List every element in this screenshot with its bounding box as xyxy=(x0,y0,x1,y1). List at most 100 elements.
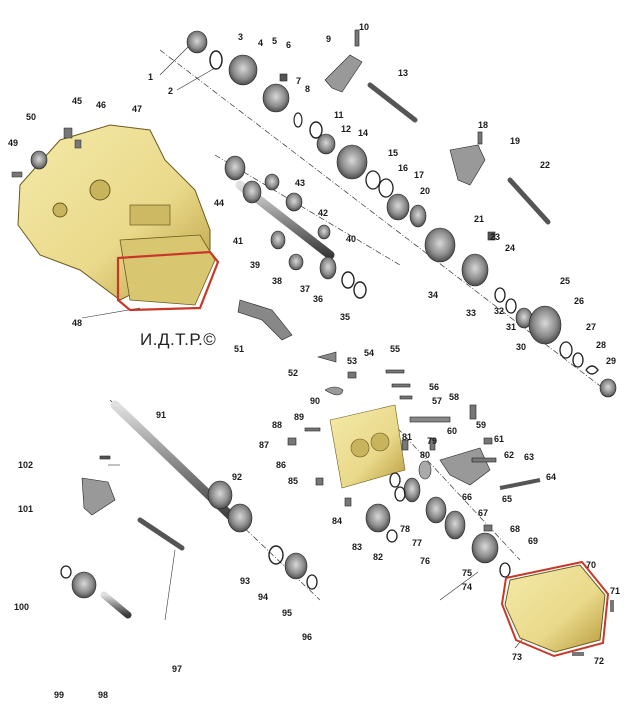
part-label-73: 73 xyxy=(512,652,523,662)
part-label-40: 40 xyxy=(346,234,357,244)
part-label-27: 27 xyxy=(586,322,597,332)
part-label-97: 97 xyxy=(172,664,183,674)
part-label-51: 51 xyxy=(234,344,245,354)
part-label-83: 83 xyxy=(352,542,363,552)
part-label-53: 53 xyxy=(347,356,358,366)
part-label-80: 80 xyxy=(420,450,431,460)
part-label-3: 3 xyxy=(238,32,244,42)
upper-gear-train xyxy=(186,30,617,398)
rear-cover xyxy=(500,560,614,658)
part-label-22: 22 xyxy=(540,160,551,170)
part-label-49: 49 xyxy=(8,138,19,148)
part-label-63: 63 xyxy=(524,452,535,462)
part-label-95: 95 xyxy=(282,608,293,618)
part-label-21: 21 xyxy=(474,214,485,224)
part-label-18: 18 xyxy=(478,120,489,130)
part-label-50: 50 xyxy=(26,112,37,122)
part-label-43: 43 xyxy=(295,178,306,188)
part-label-2: 2 xyxy=(168,86,174,96)
part-label-23: 23 xyxy=(490,232,501,242)
housing-gasket xyxy=(116,250,220,312)
part-label-69: 69 xyxy=(528,536,539,546)
part-label-72: 72 xyxy=(594,656,605,666)
part-label-85: 85 xyxy=(288,476,299,486)
part-label-25: 25 xyxy=(560,276,571,286)
part-label-5: 5 xyxy=(272,36,278,46)
part-label-29: 29 xyxy=(606,356,617,366)
part-label-39: 39 xyxy=(250,260,261,270)
part-label-30: 30 xyxy=(516,342,527,352)
secondary-shaft-group xyxy=(224,155,367,299)
part-label-81: 81 xyxy=(402,432,413,442)
part-label-28: 28 xyxy=(596,340,607,350)
part-label-96: 96 xyxy=(302,632,313,642)
part-label-57: 57 xyxy=(432,396,443,406)
housing-small-parts xyxy=(11,127,82,178)
part-label-55: 55 xyxy=(390,344,401,354)
part-label-102: 102 xyxy=(18,460,34,470)
part-label-86: 86 xyxy=(276,460,287,470)
part-label-56: 56 xyxy=(429,382,440,392)
part-label-33: 33 xyxy=(466,308,477,318)
part-label-4: 4 xyxy=(258,38,264,48)
part-label-61: 61 xyxy=(494,434,505,444)
part-label-88: 88 xyxy=(272,420,283,430)
part-label-12: 12 xyxy=(341,124,352,134)
part-label-32: 32 xyxy=(494,306,505,316)
part-label-9: 9 xyxy=(326,34,332,44)
part-label-44: 44 xyxy=(214,198,225,208)
part-label-92: 92 xyxy=(232,472,243,482)
part-label-65: 65 xyxy=(502,494,513,504)
part-label-87: 87 xyxy=(259,440,270,450)
part-label-76: 76 xyxy=(420,556,431,566)
part-label-41: 41 xyxy=(233,236,244,246)
part-label-78: 78 xyxy=(400,524,411,534)
part-label-60: 60 xyxy=(447,426,458,436)
part-label-45: 45 xyxy=(72,96,83,106)
part-label-16: 16 xyxy=(398,163,409,173)
part-label-101: 101 xyxy=(18,504,34,514)
part-label-7: 7 xyxy=(296,76,302,86)
part-label-77: 77 xyxy=(412,538,423,548)
part-label-17: 17 xyxy=(414,170,425,180)
part-label-68: 68 xyxy=(510,524,521,534)
part-label-46: 46 xyxy=(96,100,107,110)
part-label-98: 98 xyxy=(98,690,109,700)
part-label-26: 26 xyxy=(574,296,585,306)
part-label-19: 19 xyxy=(510,136,521,146)
part-label-48: 48 xyxy=(72,318,83,328)
part-label-38: 38 xyxy=(272,276,283,286)
part-label-59: 59 xyxy=(476,420,487,430)
part-label-66: 66 xyxy=(462,492,473,502)
part-label-99: 99 xyxy=(54,690,65,700)
part-label-47: 47 xyxy=(132,104,143,114)
part-label-14: 14 xyxy=(358,128,369,138)
part-label-67: 67 xyxy=(478,508,489,518)
part-label-94: 94 xyxy=(258,592,269,602)
part-label-10: 10 xyxy=(359,22,370,32)
part-label-54: 54 xyxy=(364,348,375,358)
gearbox-housing xyxy=(17,124,216,306)
part-label-31: 31 xyxy=(506,322,517,332)
part-label-75: 75 xyxy=(462,568,473,578)
part-label-34: 34 xyxy=(428,290,439,300)
part-label-89: 89 xyxy=(294,412,305,422)
part-label-90: 90 xyxy=(310,396,321,406)
part-label-74: 74 xyxy=(462,582,473,592)
part-label-13: 13 xyxy=(398,68,409,78)
part-label-11: 11 xyxy=(334,110,344,120)
main-shaft-group xyxy=(60,400,318,619)
part-label-8: 8 xyxy=(305,84,311,94)
part-label-64: 64 xyxy=(546,472,557,482)
rear-case-group xyxy=(287,351,541,578)
part-label-70: 70 xyxy=(586,560,597,570)
part-label-58: 58 xyxy=(449,392,460,402)
part-label-71: 71 xyxy=(610,586,621,596)
part-label-37: 37 xyxy=(300,284,311,294)
part-label-42: 42 xyxy=(318,208,329,218)
part-label-100: 100 xyxy=(14,602,30,612)
part-label-93: 93 xyxy=(240,576,251,586)
part-label-15: 15 xyxy=(388,148,399,158)
